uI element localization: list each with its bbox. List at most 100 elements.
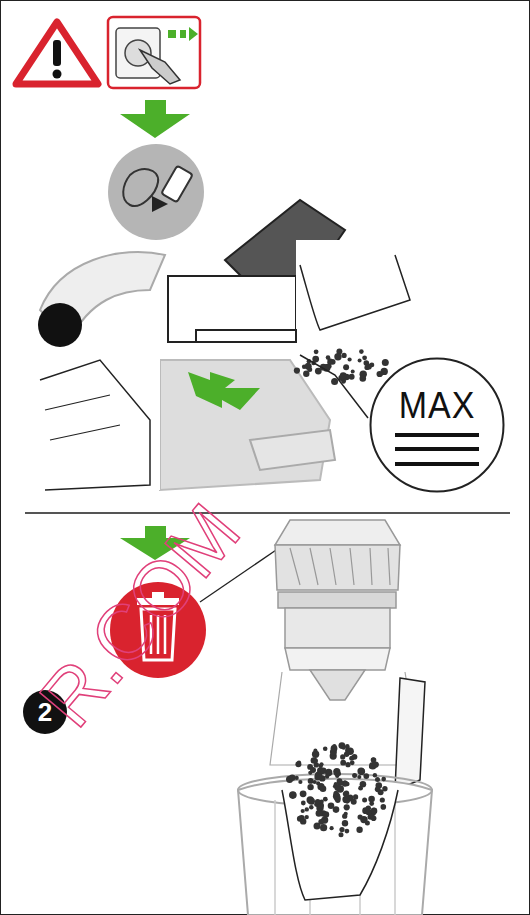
leader-line: [300, 355, 368, 418]
dust-particle: [356, 827, 362, 833]
dust-particle: [351, 799, 357, 805]
circle-outline: [371, 359, 504, 492]
dust-particle: [339, 827, 344, 832]
dust-particle: [290, 792, 296, 798]
cone-lines: [290, 548, 390, 585]
dust-particle: [310, 767, 316, 773]
dust-particle: [358, 768, 365, 775]
dust-particle: [345, 744, 350, 749]
dust-particle: [339, 742, 346, 749]
socket: [116, 28, 160, 78]
dust-particle: [312, 356, 319, 363]
dust-particle: [320, 824, 327, 831]
dust-particle: [340, 760, 346, 766]
dust-particle: [312, 751, 319, 758]
dust-particle: [373, 762, 379, 768]
cover-box: [30, 350, 160, 490]
dust-particle: [305, 815, 309, 819]
step-circle-hidden: [38, 303, 82, 347]
unplug-frame: [108, 17, 200, 88]
pointer: [152, 196, 168, 212]
cyclone-rim: [285, 648, 390, 670]
max-level-circle: MAX: [369, 357, 505, 493]
dust-particle: [286, 776, 293, 783]
dust-particle: [332, 744, 336, 748]
dust-particle: [358, 814, 363, 819]
dust-particle: [352, 754, 358, 760]
dust-particle: [339, 832, 344, 837]
bin-lines: [45, 395, 120, 440]
dust-particle: [362, 797, 367, 802]
dust-particle: [301, 809, 305, 813]
dust-particle: [340, 372, 347, 379]
button: [161, 166, 193, 203]
dust-particle: [359, 349, 364, 354]
dust-particle: [371, 758, 375, 762]
dust-particle: [334, 770, 340, 776]
dust-particle: [342, 820, 348, 826]
dust-particle: [345, 829, 350, 834]
dust-particle: [371, 808, 377, 814]
dust-particle: [315, 799, 321, 805]
dust-particle: [308, 798, 315, 805]
dust-particle: [300, 818, 306, 824]
dust-particle: [333, 768, 340, 775]
dust-particle: [309, 805, 314, 810]
dust-particle: [308, 778, 314, 784]
dust-particle: [335, 784, 342, 791]
dust-particle: [307, 367, 312, 372]
dust-particle: [378, 372, 383, 377]
dust-particle: [289, 791, 297, 799]
dust-particle: [342, 353, 347, 358]
dust-particle: [320, 786, 327, 793]
cyclone-band: [278, 592, 396, 608]
dust-particle: [294, 368, 300, 374]
body: [160, 360, 330, 490]
warning-triangle: [16, 22, 98, 84]
dust-particle: [344, 752, 349, 757]
dust-particle: [360, 781, 367, 788]
dust-particle: [327, 360, 332, 365]
dust-particle: [371, 808, 377, 814]
dust-particle: [295, 776, 299, 780]
dust-particle: [342, 814, 347, 819]
dust-particle: [382, 359, 389, 366]
bin-lid: [196, 330, 296, 342]
dust-particle: [380, 797, 385, 802]
warning-dot: [53, 70, 62, 79]
cover-box: [168, 276, 296, 342]
dust-particle: [331, 745, 338, 752]
dust-particle: [320, 768, 327, 775]
dust-particle: [298, 780, 302, 784]
unplug-icon: [108, 17, 200, 88]
bin-bag: [282, 790, 398, 900]
dust-particle: [314, 774, 321, 781]
dust-particle: [362, 807, 369, 814]
dust-particle: [350, 760, 355, 765]
dust-particle: [373, 773, 377, 777]
dust-particle: [345, 799, 350, 804]
cyclone-cones: [275, 545, 400, 590]
max-text: MAX: [399, 384, 476, 427]
dust-particle: [323, 811, 329, 817]
dust-particle: [318, 819, 324, 825]
cyclone-unit: [270, 520, 425, 790]
dust-particle: [381, 777, 386, 782]
dust-particle: [362, 355, 367, 360]
max-line: [395, 433, 479, 437]
green-arrow: [188, 372, 260, 410]
dust-particle: [334, 353, 341, 360]
dust-particle: [295, 761, 301, 767]
can-body: [238, 779, 432, 915]
cover-box: [296, 240, 416, 350]
bin-outline: [40, 360, 150, 490]
dust-particle: [382, 786, 387, 791]
dust-particle: [371, 815, 377, 821]
dust-particle: [333, 791, 338, 796]
down-arrow: [120, 100, 190, 138]
release-icon: [108, 144, 204, 240]
dust-particle: [375, 777, 380, 782]
dust-particle: [352, 773, 357, 778]
dust-particle: [301, 801, 306, 806]
dust: [294, 349, 389, 386]
